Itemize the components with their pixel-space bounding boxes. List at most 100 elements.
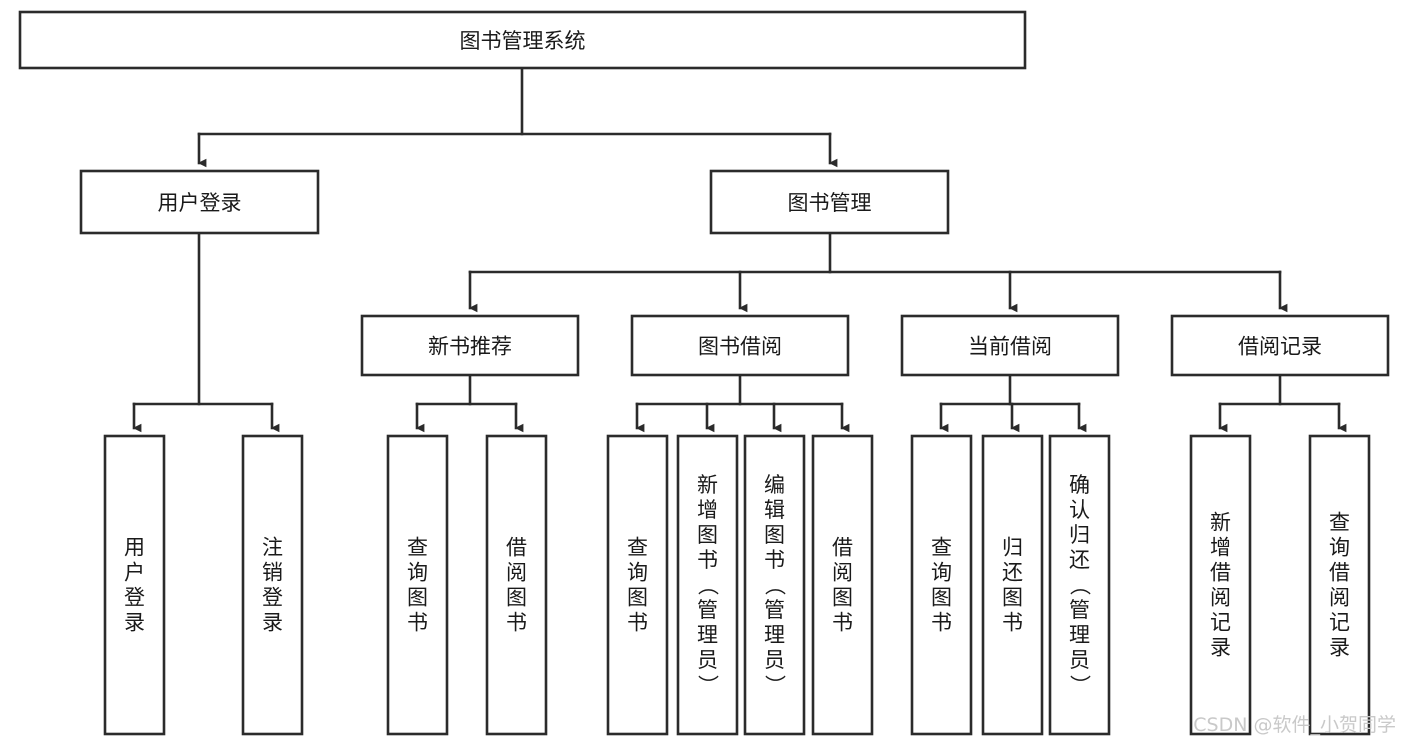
node-book-borrow-label: 图书借阅 <box>698 335 782 359</box>
svg-text:（: （ <box>1068 575 1092 596</box>
svg-text:查: 查 <box>627 536 648 560</box>
svg-text:登: 登 <box>262 586 283 610</box>
svg-text:新: 新 <box>1210 511 1231 535</box>
node-root-label: 图书管理系统 <box>460 29 586 53</box>
node-leaf-confirm-return-box[interactable] <box>1048 434 1111 736</box>
svg-text:查: 查 <box>1329 511 1350 535</box>
svg-text:书: 书 <box>931 611 952 635</box>
svg-text:录: 录 <box>1210 636 1231 660</box>
svg-text:图: 图 <box>1002 586 1023 610</box>
svg-text:借: 借 <box>1329 561 1350 585</box>
node-current-borrow-box[interactable] <box>900 314 1120 377</box>
svg-text:户: 户 <box>124 561 145 585</box>
connector-layer <box>132 66 1347 433</box>
svg-text:书: 书 <box>832 611 853 635</box>
svg-text:记: 记 <box>1210 611 1231 635</box>
svg-text:登: 登 <box>124 586 145 610</box>
node-layer: 图书管理系统用户登录图书管理新书推荐图书借阅当前借阅借阅记录用户登录注销登录查询… <box>18 10 1390 736</box>
svg-text:管: 管 <box>697 598 718 622</box>
node-user-login-box[interactable] <box>79 169 320 235</box>
node-leaf-return-book-box[interactable] <box>981 434 1044 736</box>
node-leaf-borrow-book-1-box[interactable] <box>485 434 548 736</box>
svg-text:理: 理 <box>764 623 785 647</box>
svg-text:理: 理 <box>697 623 718 647</box>
node-leaf-logout-login-box[interactable] <box>241 434 304 736</box>
node-borrow-record-box[interactable] <box>1170 314 1390 377</box>
svg-text:员: 员 <box>697 648 718 672</box>
svg-text:询: 询 <box>931 561 952 585</box>
node-root-box[interactable] <box>18 10 1027 70</box>
svg-text:记: 记 <box>1329 611 1350 635</box>
node-current-borrow-label: 当前借阅 <box>968 335 1052 359</box>
svg-text:认: 认 <box>1069 498 1090 522</box>
node-leaf-edit-book-box[interactable] <box>743 434 806 736</box>
node-leaf-query-book-1-box[interactable] <box>386 434 449 736</box>
svg-text:书: 书 <box>627 611 648 635</box>
node-borrow-record-label: 借阅记录 <box>1238 335 1322 359</box>
svg-text:图: 图 <box>407 586 428 610</box>
svg-text:（: （ <box>763 575 787 596</box>
svg-text:录: 录 <box>124 611 145 635</box>
svg-text:）: ） <box>696 675 720 696</box>
svg-text:归: 归 <box>1002 536 1023 560</box>
svg-text:录: 录 <box>262 611 283 635</box>
svg-text:书: 书 <box>506 611 527 635</box>
svg-text:查: 查 <box>931 536 952 560</box>
svg-text:销: 销 <box>262 561 283 585</box>
svg-text:图: 图 <box>931 586 952 610</box>
svg-text:询: 询 <box>1329 536 1350 560</box>
node-leaf-query-book-2-box[interactable] <box>606 434 669 736</box>
svg-text:书: 书 <box>764 548 785 572</box>
node-leaf-query-book-3-box[interactable] <box>910 434 973 736</box>
svg-text:员: 员 <box>764 648 785 672</box>
svg-text:录: 录 <box>1329 636 1350 660</box>
svg-text:图: 图 <box>627 586 648 610</box>
node-leaf-borrow-book-2-box[interactable] <box>811 434 874 736</box>
svg-text:确: 确 <box>1069 473 1090 497</box>
node-new-book-rec-box[interactable] <box>360 314 580 377</box>
node-user-login-label: 用户登录 <box>158 191 242 215</box>
node-book-borrow-box[interactable] <box>630 314 850 377</box>
svg-text:注: 注 <box>262 536 283 560</box>
svg-text:编: 编 <box>764 473 785 497</box>
svg-text:）: ） <box>1068 675 1092 696</box>
svg-text:员: 员 <box>1069 648 1090 672</box>
svg-text:阅: 阅 <box>506 561 527 585</box>
svg-text:书: 书 <box>1002 611 1023 635</box>
svg-text:图: 图 <box>764 523 785 547</box>
svg-text:）: ） <box>763 675 787 696</box>
node-leaf-user-login-box[interactable] <box>103 434 166 736</box>
node-book-manage-box[interactable] <box>709 169 950 235</box>
node-new-book-rec-label: 新书推荐 <box>428 335 512 359</box>
svg-text:增: 增 <box>697 498 718 522</box>
node-leaf-add-book-box[interactable] <box>676 434 739 736</box>
svg-text:借: 借 <box>1210 561 1231 585</box>
node-leaf-add-record-box[interactable] <box>1189 434 1252 736</box>
svg-text:管: 管 <box>1069 598 1090 622</box>
svg-text:借: 借 <box>506 536 527 560</box>
svg-text:阅: 阅 <box>1329 586 1350 610</box>
svg-text:用: 用 <box>124 536 145 560</box>
svg-text:（: （ <box>696 575 720 596</box>
svg-text:图: 图 <box>506 586 527 610</box>
svg-text:询: 询 <box>407 561 428 585</box>
svg-text:归: 归 <box>1069 523 1090 547</box>
svg-text:询: 询 <box>627 561 648 585</box>
svg-text:查: 查 <box>407 536 428 560</box>
svg-text:借: 借 <box>832 536 853 560</box>
node-leaf-query-record-box[interactable] <box>1308 434 1371 736</box>
svg-text:书: 书 <box>697 548 718 572</box>
svg-text:新: 新 <box>697 473 718 497</box>
svg-text:书: 书 <box>407 611 428 635</box>
